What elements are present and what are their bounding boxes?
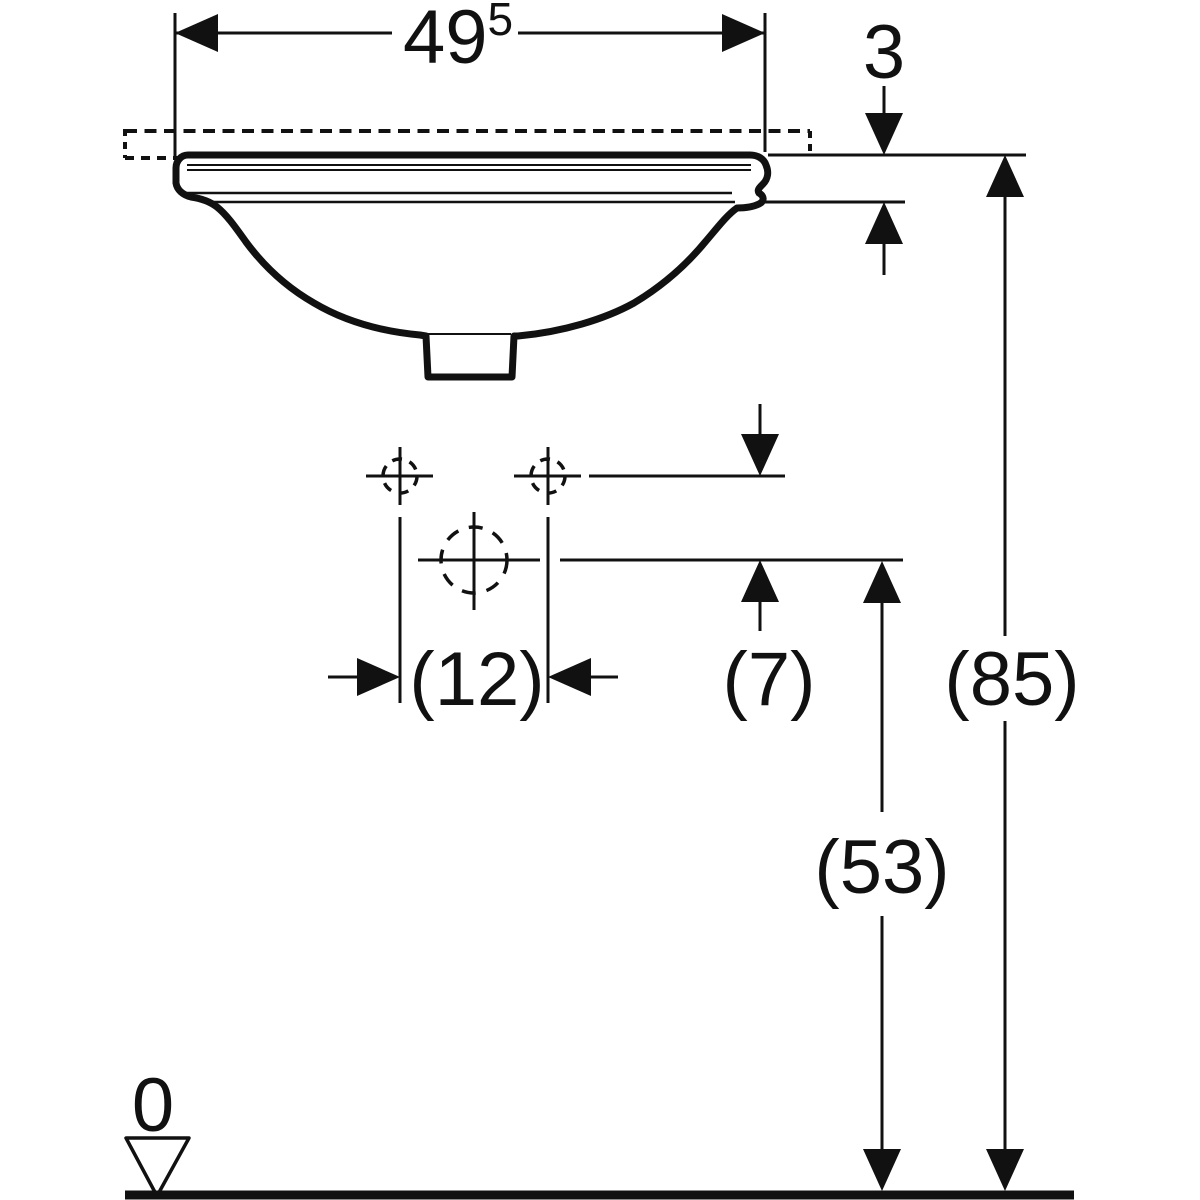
width-label-main: 49 [403,0,488,80]
outlet-height-arrow-up [863,561,901,603]
hole-offset-label: (7) [723,637,816,722]
dimension-outlet-height: (53) [814,561,950,1191]
outlet-height-arrow-down [863,1149,901,1191]
datum-level-triangle-icon [124,1136,191,1198]
dimension-hole-spacing: (12) [328,517,618,722]
outlet-height-label: (53) [814,825,949,910]
hole-spacing-label: (12) [409,637,544,722]
rim-level-arrow-up [986,155,1024,197]
rim-arrow-up [865,202,903,244]
width-arrow-right [722,14,765,52]
width-arrow-left [175,14,218,52]
dimension-hole-offset: (7) [723,404,816,722]
basin-outline [172,151,772,381]
rim-arrow-down [865,113,903,155]
dimension-rim-level: (85) [944,155,1080,1191]
rim-level-label: (85) [944,637,1079,722]
dimension-width: 495 [173,0,767,157]
tap-hole-markers [366,447,903,610]
washbasin-cross-section [172,151,772,381]
hole-spacing-arrow-left [357,658,400,696]
hole-spacing-arrow-right [548,658,591,696]
hole-offset-arrow-down [741,434,779,476]
dimension-rim-height: 3 [765,10,1026,275]
width-label: 495 [403,0,513,80]
rim-level-arrow-down [986,1149,1024,1191]
hole-offset-arrow-up [741,560,779,602]
rim-height-label: 3 [863,10,905,95]
width-label-superscript: 5 [488,0,514,45]
floor-datum-label: 0 [132,1063,174,1148]
floor-datum: 0 [124,1063,1074,1200]
